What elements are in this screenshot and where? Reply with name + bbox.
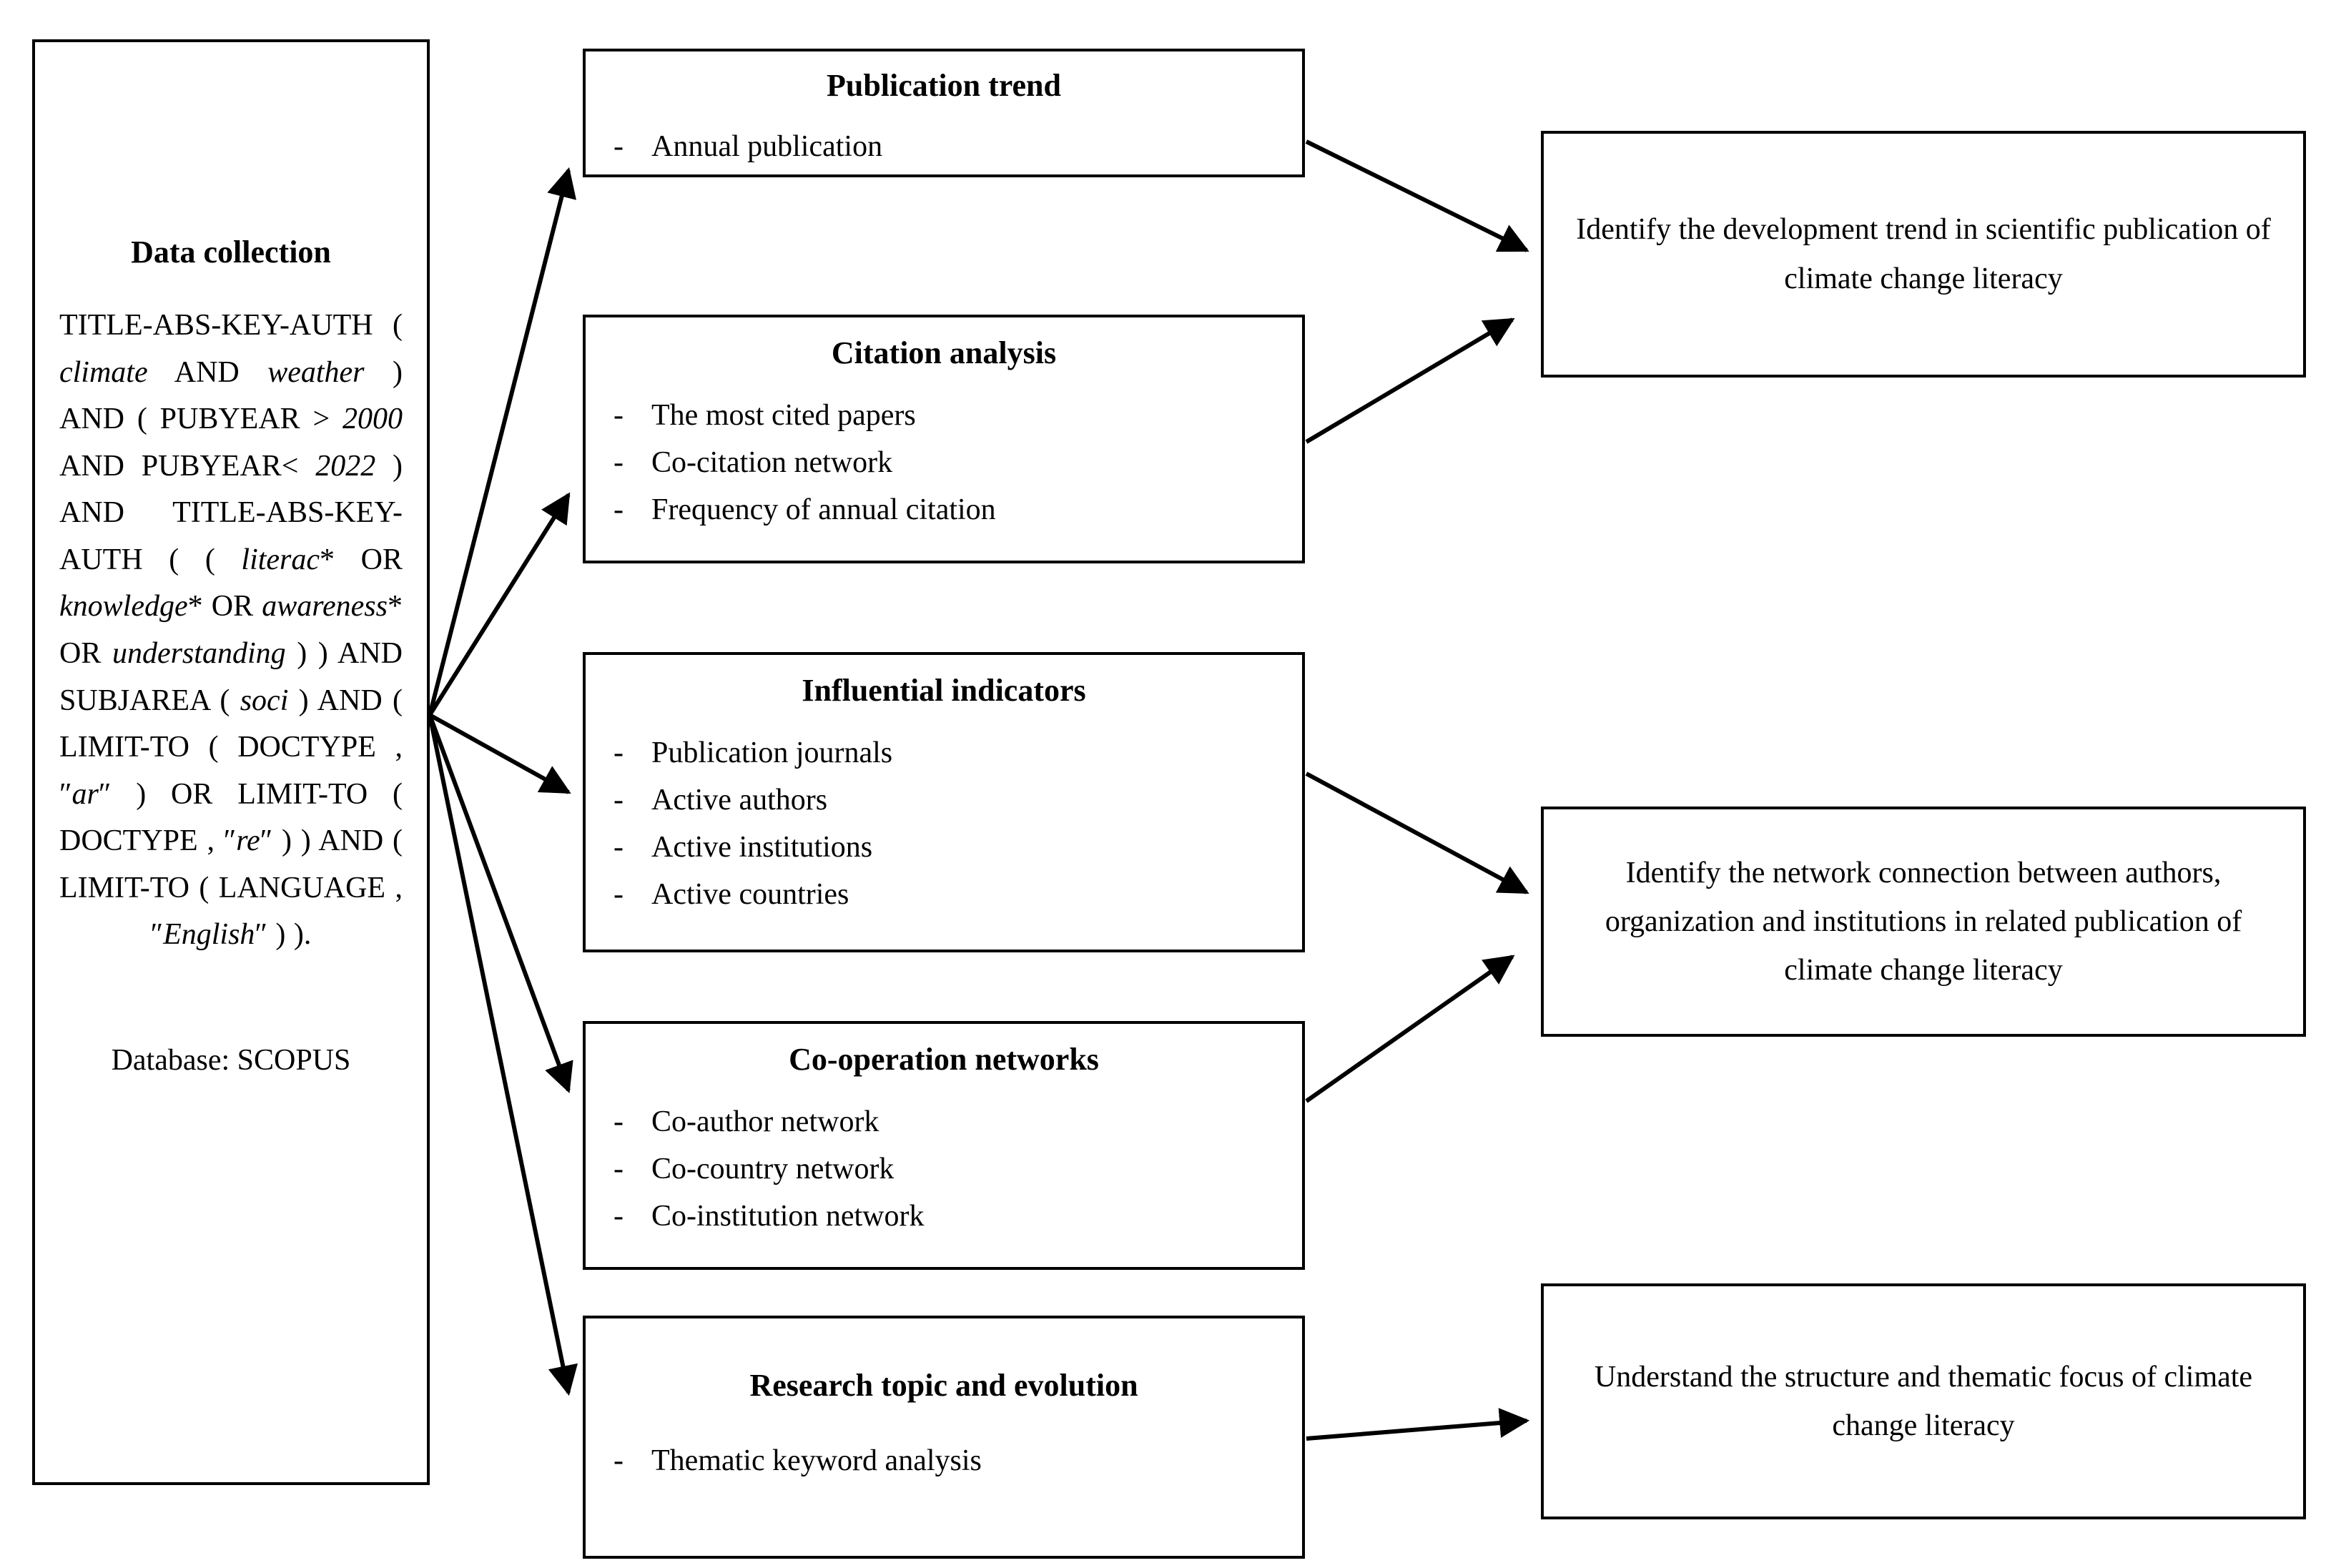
analysis-box-publication-trend: Publication trend - Annual publication	[583, 49, 1305, 177]
list-item: - Co-country network	[586, 1154, 1302, 1184]
analysis-box-research-topic: Research topic and evolution - Thematic …	[583, 1316, 1305, 1559]
list-item: - Thematic keyword analysis	[586, 1446, 1302, 1476]
bullet-dash-icon: -	[613, 130, 624, 164]
list-item-label: Active institutions	[651, 831, 873, 864]
list-item-label: Thematic keyword analysis	[651, 1444, 982, 1478]
connector-data-collection-to-research-topic	[428, 714, 578, 1396]
connector-influential-indicators-to-network-connection	[1305, 771, 1529, 894]
outcome-box-structure-focus: Understand the structure and thematic fo…	[1541, 1283, 2306, 1519]
list-item: - Frequency of annual citation	[586, 495, 1302, 525]
bullet-dash-icon: -	[613, 1444, 624, 1478]
list-item: - Active institutions	[586, 832, 1302, 862]
list-item-label: Annual publication	[651, 130, 883, 164]
bullet-dash-icon: -	[613, 878, 624, 912]
list-item-label: Active authors	[651, 784, 828, 817]
analysis-box-title: Publication trend	[826, 68, 1061, 103]
bullet-dash-icon: -	[613, 399, 624, 433]
connector-publication-trend-to-development-trend	[1305, 139, 1529, 252]
outcome-text: Identify the development trend in scient…	[1576, 213, 2271, 295]
analysis-box-title: Research topic and evolution	[749, 1368, 1138, 1403]
outcome-text: Identify the network connection between …	[1605, 856, 2242, 987]
list-item: - Active countries	[586, 879, 1302, 909]
outcome-box-development-trend: Identify the development trend in scient…	[1541, 131, 2306, 378]
list-item: - Co-author network	[586, 1107, 1302, 1137]
connector-cooperation-networks-to-network-connection	[1305, 955, 1515, 1103]
list-item: - Annual publication	[586, 132, 1302, 162]
list-item-label: Active countries	[651, 878, 849, 912]
list-item: - The most cited papers	[586, 400, 1302, 430]
analysis-box-title: Influential indicators	[802, 673, 1086, 708]
data-collection-title: Data collection	[131, 235, 331, 270]
analysis-box-influential-indicators: Influential indicators - Publication jou…	[583, 652, 1305, 952]
analysis-box-title: Co-operation networks	[789, 1042, 1099, 1077]
list-item: - Co-citation network	[586, 448, 1302, 478]
bullet-dash-icon: -	[613, 1105, 624, 1139]
analysis-box-items: - Thematic keyword analysis	[586, 1446, 1302, 1476]
connector-data-collection-to-cooperation-networks	[428, 714, 573, 1093]
connector-data-collection-to-publication-trend	[428, 167, 577, 716]
analysis-box-citation-analysis: Citation analysis - The most cited paper…	[583, 315, 1305, 563]
outcome-box-network-connection: Identify the network connection between …	[1541, 807, 2306, 1037]
list-item-label: Co-author network	[651, 1105, 879, 1139]
analysis-box-items: - Co-author network - Co-country network…	[586, 1107, 1302, 1231]
bullet-dash-icon: -	[613, 1153, 624, 1186]
list-item-label: The most cited papers	[651, 399, 916, 433]
analysis-box-items: - Publication journals - Active authors …	[586, 738, 1302, 909]
list-item-label: Co-citation network	[651, 446, 893, 480]
bullet-dash-icon: -	[613, 784, 624, 817]
analysis-box-title: Citation analysis	[831, 335, 1057, 370]
bullet-dash-icon: -	[613, 493, 624, 527]
connector-data-collection-to-influential-indicators	[428, 713, 571, 794]
list-item: - Co-institution network	[586, 1201, 1302, 1231]
analysis-box-items: - Annual publication	[586, 132, 1302, 162]
connector-data-collection-to-citation-analysis	[428, 492, 571, 716]
bullet-dash-icon: -	[613, 446, 624, 480]
outcome-text: Understand the structure and thematic fo…	[1594, 1360, 2253, 1442]
list-item-label: Frequency of annual citation	[651, 493, 996, 527]
bullet-dash-icon: -	[613, 1200, 624, 1233]
bullet-dash-icon: -	[613, 736, 624, 770]
list-item: - Publication journals	[586, 738, 1302, 768]
bullet-dash-icon: -	[613, 831, 624, 864]
list-item-label: Publication journals	[651, 736, 893, 770]
data-collection-box: Data collection TITLE-ABS-KEY-AUTH ( cli…	[32, 39, 430, 1485]
list-item: - Active authors	[586, 785, 1302, 815]
connector-citation-analysis-to-development-trend	[1305, 317, 1515, 444]
database-label: Database: SCOPUS	[111, 1043, 351, 1077]
search-query-text: TITLE-ABS-KEY-AUTH ( climate AND weather…	[59, 309, 403, 952]
connector-research-topic-to-structure-focus	[1306, 1408, 1530, 1441]
analysis-box-cooperation-networks: Co-operation networks - Co-author networ…	[583, 1021, 1305, 1270]
analysis-box-items: - The most cited papers - Co-citation ne…	[586, 400, 1302, 525]
list-item-label: Co-country network	[651, 1153, 895, 1186]
list-item-label: Co-institution network	[651, 1200, 925, 1233]
